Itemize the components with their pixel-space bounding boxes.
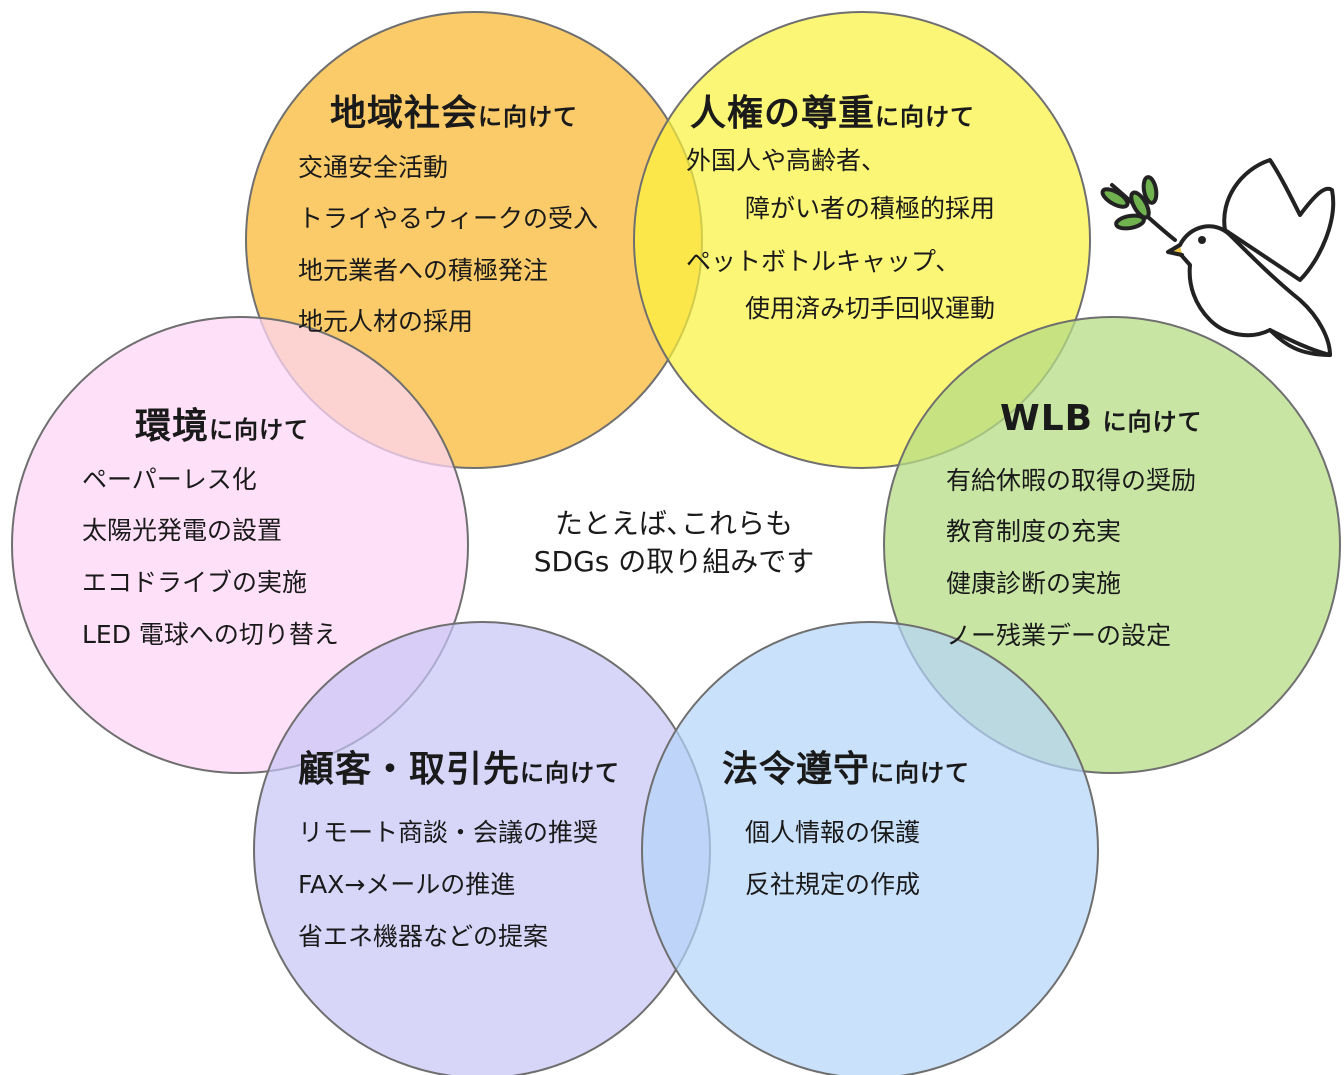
title-wlb: WLB に向けて [1000,398,1202,439]
title-wlb-main: WLB [1000,398,1094,439]
wlb-item-4: ノー残業デーの設定 [946,621,1172,650]
center-message: たとえば､これらも SDGs の取り組みです [504,505,844,581]
title-compliance: 法令遵守に向けて [722,740,970,792]
human-rights-item-3: ペットボトルキャップ、 [686,247,961,276]
title-environment-suffix: に向けて [209,416,310,444]
customers-item-1: リモート商談・会議の推奨 [298,818,599,847]
circle-environment [11,316,469,774]
title-wlb-suffix: に向けて [1093,408,1203,436]
title-human-rights: 人権の尊重に向けて [690,84,975,136]
customers-item-3: 省エネ機器などの提案 [298,922,549,951]
community-item-2: トライやるウィークの受入 [298,204,599,233]
title-community-main: 地域社会 [330,93,479,134]
human-rights-item-4: 使用済み切手回収運動 [745,294,996,323]
community-item-1: 交通安全活動 [298,153,449,182]
circle-compliance [641,621,1099,1075]
community-item-4: 地元人材の採用 [298,307,474,336]
circle-human-rights [633,11,1091,469]
title-community-suffix: に向けて [478,103,579,131]
title-customers: 顧客・取引先に向けて [298,740,620,792]
wlb-item-2: 教育制度の充実 [946,517,1122,546]
circle-wlb [883,316,1341,774]
title-customers-main: 顧客・取引先 [298,749,521,790]
title-human-rights-suffix: に向けて [875,103,976,131]
environment-item-4: LED 電球への切り替え [82,620,339,649]
center-line-1: たとえば､これらも [554,507,793,540]
title-compliance-main: 法令遵守 [722,749,871,790]
title-human-rights-main: 人権の尊重 [690,93,876,134]
center-line-2: SDGs の取り組みです [533,544,815,578]
wlb-item-1: 有給休暇の取得の奨励 [946,466,1197,495]
title-environment-main: 環境 [135,406,210,447]
wlb-item-3: 健康診断の実施 [946,569,1122,598]
environment-item-1: ペーパーレス化 [82,465,257,494]
compliance-item-2: 反社規定の作成 [745,870,921,899]
environment-item-2: 太陽光発電の設置 [82,516,283,545]
title-customers-suffix: に向けて [520,759,621,787]
community-item-3: 地元業者への積極発注 [298,256,549,285]
customers-item-2: FAX→メールの推進 [298,870,516,899]
compliance-item-1: 個人情報の保護 [745,818,921,847]
human-rights-item-2: 障がい者の積極的採用 [745,194,996,223]
human-rights-item-1: 外国人や高齢者、 [686,146,887,175]
title-environment: 環境に向けて [135,397,309,449]
environment-item-3: エコドライブの実施 [82,568,308,597]
dove-with-olive-branch-icon [1100,158,1336,357]
title-compliance-suffix: に向けて [870,759,971,787]
title-community: 地域社会に向けて [330,84,578,136]
